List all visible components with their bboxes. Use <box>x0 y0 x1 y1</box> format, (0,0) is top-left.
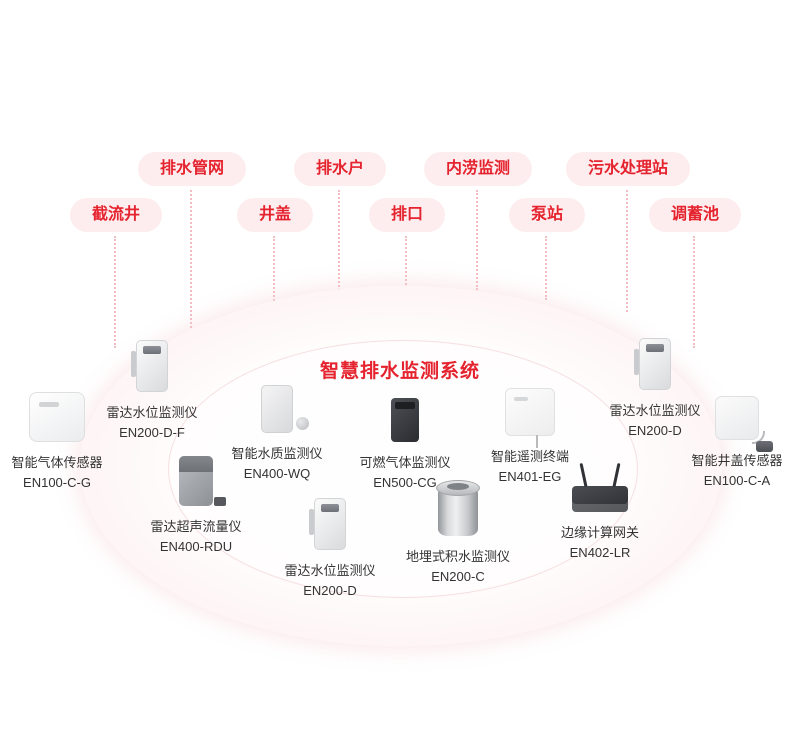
device-model: EN400-WQ <box>243 466 311 482</box>
connector-line-pump-station <box>545 236 547 300</box>
device-model: EN200-C <box>431 569 485 585</box>
device-model: EN500-CG <box>373 475 437 491</box>
pill-waterlogging-monitoring: 内涝监测 <box>424 152 533 186</box>
device-model: EN402-LR <box>569 545 631 561</box>
buried-water-monitor-icon <box>436 480 480 536</box>
device-radar-water-level-en200-d-f: 雷达水位监测仪 EN200-D-F <box>82 340 222 443</box>
radar-water-level-sensor-icon <box>309 498 346 550</box>
telemetry-terminal-icon <box>505 388 555 448</box>
device-model: EN100-C-G <box>23 475 91 491</box>
device-buried-water-monitor-en200-c: 地埋式积水监测仪 EN200-C <box>388 480 528 587</box>
device-name: 雷达水位监测仪 <box>106 405 198 420</box>
device-name: 智能水质监测仪 <box>231 446 323 461</box>
radar-water-level-sensor-icon <box>131 340 168 392</box>
radar-water-level-sensor-icon <box>634 338 671 390</box>
device-edge-computing-gateway-en402-lr: 边缘计算网关 EN402-LR <box>530 462 670 563</box>
connector-line-waterlogging <box>476 190 478 290</box>
device-combustible-gas-monitor-en500-cg: 可燃气体监测仪 EN500-CG <box>335 398 475 493</box>
pill-manhole-cover: 井盖 <box>237 198 314 232</box>
device-name: 雷达超声流量仪 <box>150 519 242 534</box>
pill-drainage-household: 排水户 <box>294 152 387 186</box>
device-model: EN200-D-F <box>119 425 185 441</box>
platform-inner-ellipse <box>168 340 638 598</box>
device-model: EN401-EG <box>498 469 562 485</box>
connector-line-drainage-household <box>338 190 340 294</box>
connector-line-storage-tank <box>693 236 695 348</box>
device-name: 智能井盖传感器 <box>691 453 783 468</box>
smart-gas-sensor-icon <box>29 392 85 442</box>
radar-ultrasonic-flowmeter-icon <box>179 456 226 506</box>
device-name: 地埋式积水监测仪 <box>405 549 510 564</box>
device-model: EN400-RDU <box>159 539 233 555</box>
pill-drainage-network: 排水管网 <box>138 152 247 186</box>
diagram-title: 智慧排水监测系统 <box>319 361 480 382</box>
edge-computing-gateway-icon <box>572 486 628 512</box>
device-radar-ultrasonic-flowmeter-en400-rdu: 雷达超声流量仪 EN400-RDU <box>126 456 266 557</box>
device-name: 智能遥测终端 <box>490 449 569 464</box>
pill-sewage-treatment-station: 污水处理站 <box>566 152 691 186</box>
connector-line-outfall <box>405 236 407 288</box>
device-model: EN200-D <box>303 583 357 599</box>
device-manhole-cover-sensor-en100-c-a: 智能井盖传感器 EN100-C-A <box>669 396 800 491</box>
device-telemetry-terminal-en401-eg: 智能遥测终端 EN401-EG <box>460 388 600 487</box>
device-radar-water-level-en200-d-bottom: 雷达水位监测仪 EN200-D <box>260 498 400 601</box>
device-smart-gas-sensor-en100-c-g: 智能气体传感器 EN100-C-G <box>0 392 124 493</box>
pill-interception-well: 截流井 <box>70 198 163 232</box>
device-name: 雷达水位监测仪 <box>284 563 376 578</box>
connector-line-sewage-station <box>626 190 628 312</box>
connector-line-drainage-network <box>190 190 192 328</box>
device-water-quality-monitor-en400-wq: 智能水质监测仪 EN400-WQ <box>207 385 347 484</box>
device-name: 可燃气体监测仪 <box>359 455 451 470</box>
connector-line-interception-well <box>114 236 116 348</box>
device-name: 雷达水位监测仪 <box>609 403 701 418</box>
connector-line-manhole-cover <box>273 236 275 308</box>
device-radar-water-level-en200-d-right: 雷达水位监测仪 EN200-D <box>585 338 725 441</box>
water-quality-monitor-icon <box>261 385 309 433</box>
device-name: 边缘计算网关 <box>560 525 639 540</box>
pill-storage-tank: 调蓄池 <box>649 198 742 232</box>
device-model: EN100-C-A <box>703 473 771 489</box>
pill-outfall: 排口 <box>369 198 446 232</box>
device-model: EN200-D <box>628 423 682 439</box>
device-name: 智能气体传感器 <box>11 455 103 470</box>
pill-pump-station: 泵站 <box>509 198 586 232</box>
manhole-cover-sensor-icon <box>715 396 773 452</box>
combustible-gas-monitor-icon <box>391 398 419 442</box>
